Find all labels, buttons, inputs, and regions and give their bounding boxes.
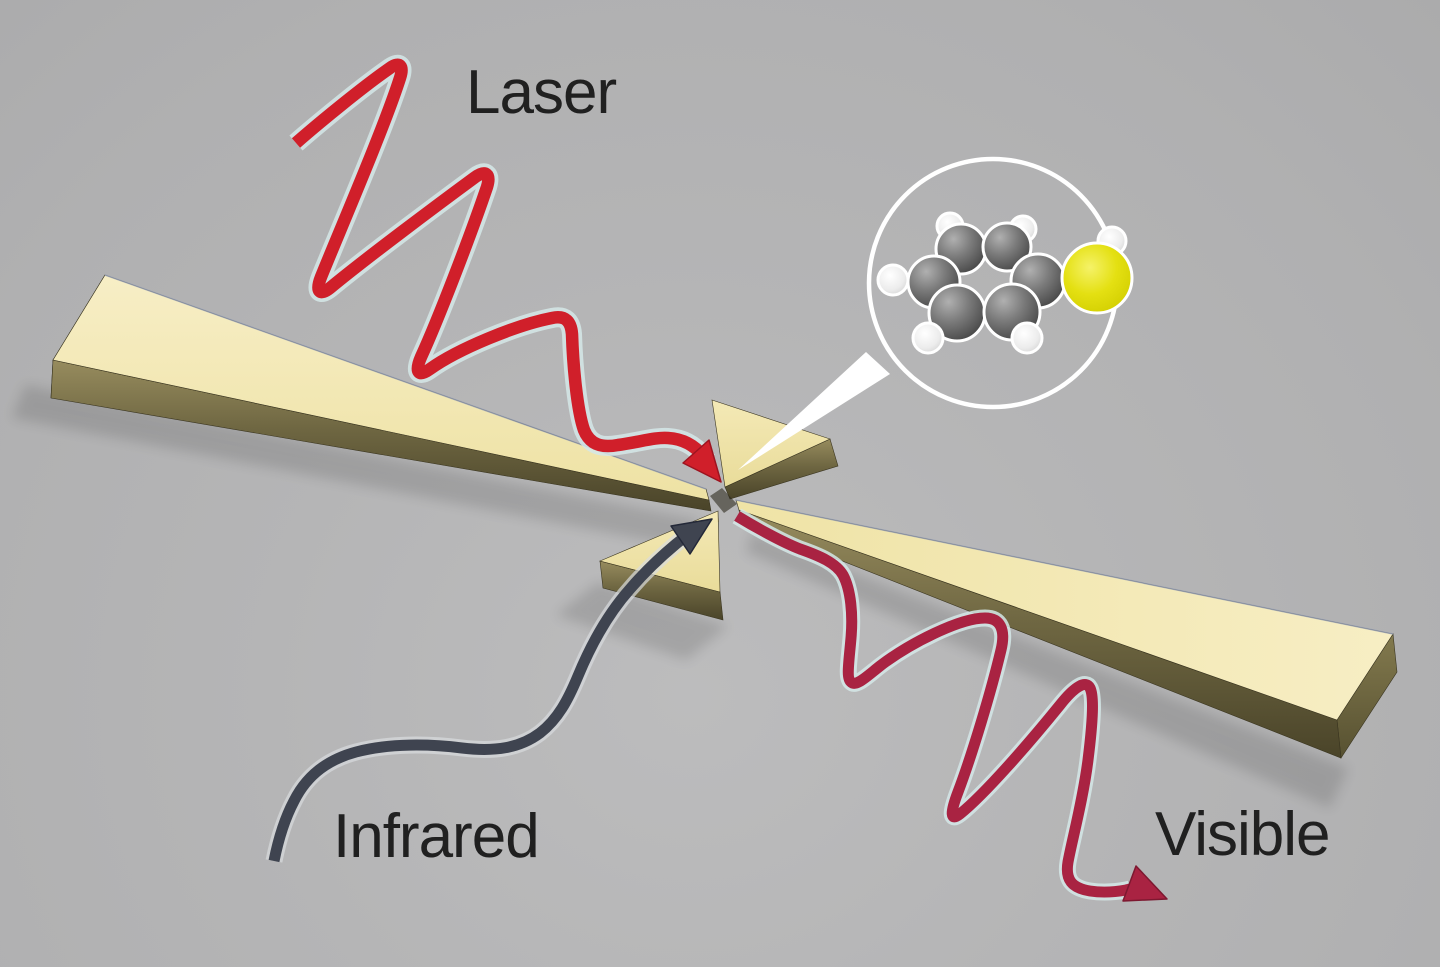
hydrogen-atom: [876, 263, 910, 297]
bowtie-nanoantenna: [50, 274, 1398, 759]
nanogap: [710, 488, 737, 513]
visible-wave-stroke: [734, 511, 1132, 898]
laser-arrowhead: [682, 439, 722, 483]
ground-shadows: [12, 385, 1348, 808]
label-visible: Visible: [1155, 800, 1331, 869]
infrared-stroke: [268, 535, 685, 863]
shadow-left-bar: [12, 385, 700, 548]
visible-arrowhead: [1122, 865, 1168, 902]
laser-wave-arrow: [289, 54, 722, 483]
thiophenol-molecule: [876, 211, 1134, 355]
gold-bar-right-back-edge: [735, 499, 1394, 635]
infrared-arrow: [265, 518, 713, 863]
sulfur-atom: [1060, 241, 1134, 315]
label-laser: Laser: [466, 58, 617, 127]
hydrogen-atom: [1010, 321, 1044, 355]
shadow-bottom-triangle: [556, 582, 728, 660]
carbon-atom: [981, 221, 1033, 273]
molecule-inset: [738, 156, 1134, 470]
laser-wave-stroke: [291, 58, 712, 465]
shadow-right-bar: [746, 532, 1348, 808]
gold-bar-right: [735, 499, 1398, 759]
infrared-arrowhead: [670, 518, 713, 555]
label-infrared: Infrared: [333, 802, 540, 871]
visible-wave-arrow: [732, 508, 1168, 902]
molecule-callout-line: [738, 352, 890, 470]
hydrogen-atom: [911, 321, 945, 355]
